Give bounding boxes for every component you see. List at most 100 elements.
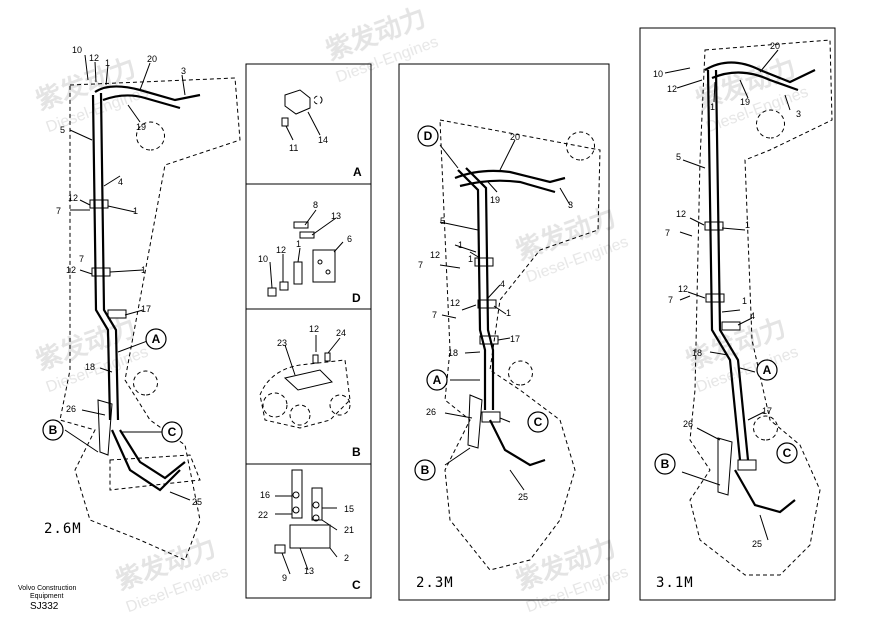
part-number-label: 22 [258, 510, 268, 520]
hydraulic-line [454, 169, 566, 184]
part-number-label: 19 [740, 97, 750, 107]
callout-letter: B [661, 457, 670, 471]
leader-lines [664, 49, 791, 541]
part-number-label: 10 [258, 254, 268, 264]
callout-circle [527, 411, 549, 433]
clamp [474, 257, 494, 267]
detail-b-drawing [259, 335, 351, 429]
detail-section-letter: D [352, 291, 361, 305]
callout-circle [414, 459, 436, 481]
bracket [467, 394, 483, 449]
part-number-label: 12 [450, 298, 460, 308]
callout-letter: D [424, 129, 433, 143]
part-number-label: 1 [745, 220, 750, 230]
detail-section-letter: A [353, 165, 362, 179]
hydraulic-line [711, 71, 799, 92]
detail-frame [245, 63, 372, 599]
boom-pin [508, 360, 533, 386]
clamp [107, 309, 127, 319]
detail-section-letter: B [352, 445, 361, 459]
part-number-label: 1 [506, 308, 511, 318]
part-number-label: 13 [304, 566, 314, 576]
part-number-label: 4 [750, 311, 755, 321]
bracket [97, 399, 113, 456]
callout-letter: C [783, 446, 792, 460]
part-number-label: 25 [192, 497, 202, 507]
right-size-label: 3.1M [656, 575, 694, 591]
part-number-label: 17 [510, 334, 520, 344]
callout-letter: A [152, 332, 161, 346]
left-size-label: 2.6M [44, 521, 82, 537]
hydraulic-line [459, 179, 556, 194]
part-number-label: 10 [72, 45, 82, 55]
leader-lines [439, 139, 571, 491]
part-number-label: 13 [331, 211, 341, 221]
hose [734, 469, 796, 514]
part-number-label: 5 [440, 216, 445, 226]
hose [110, 429, 181, 492]
part-number-label: 12 [430, 250, 440, 260]
part-number-label: 12 [276, 245, 286, 255]
hydraulic-line [714, 69, 750, 461]
part-number-label: 25 [518, 492, 528, 502]
bracket [717, 437, 733, 496]
part-number-label: 7 [418, 260, 423, 270]
part-number-label: 8 [313, 200, 318, 210]
clamp [705, 293, 725, 303]
part-number-label: 17 [141, 304, 151, 314]
callout-circle [776, 442, 798, 464]
part-number-label: 7 [665, 228, 670, 238]
part-number-label: 9 [282, 573, 287, 583]
clamp [721, 321, 741, 331]
callout-letter: B [49, 423, 58, 437]
hose [119, 429, 186, 480]
part-number-label: 12 [678, 284, 688, 294]
callout-letter: C [168, 425, 177, 439]
part-number-label: 3 [796, 109, 801, 119]
part-number-label: 1 [742, 296, 747, 306]
callout-circle [756, 359, 778, 381]
part-number-label: 10 [653, 69, 663, 79]
part-number-label: 4 [500, 279, 505, 289]
callout-circle [417, 125, 439, 147]
callout-circle [426, 369, 448, 391]
part-number-label: 20 [510, 132, 520, 142]
part-number-label: 18 [85, 362, 95, 372]
clamp [704, 221, 724, 231]
hydraulic-line [102, 94, 181, 110]
part-number-label: 1 [133, 206, 138, 216]
valve-block [737, 459, 757, 471]
hydraulic-line [91, 94, 112, 421]
brand-line2: Equipment [30, 593, 64, 600]
part-number-label: 1 [468, 254, 473, 264]
part-number-label: 1 [141, 265, 146, 275]
part-number-label: 11 [289, 143, 298, 153]
part-number-label: 21 [344, 525, 354, 535]
part-number-label: 5 [676, 152, 681, 162]
part-number-label: 19 [136, 122, 146, 132]
boom-pin [756, 109, 785, 139]
part-number-label: 18 [692, 348, 702, 358]
part-number-label: 15 [344, 504, 354, 514]
boom-outline [689, 39, 833, 576]
part-number-label: 3 [181, 66, 186, 76]
part-number-label: 20 [770, 41, 780, 51]
right-frame [639, 27, 836, 601]
boom-pin [566, 131, 595, 161]
part-number-label: 24 [336, 328, 346, 338]
part-number-label: 7 [432, 310, 437, 320]
part-number-label: 25 [752, 539, 762, 549]
callout-circle [145, 328, 167, 350]
hydraulic-line [704, 61, 816, 84]
part-number-label: 14 [318, 135, 328, 145]
part-number-label: 1 [296, 239, 301, 249]
part-number-label: 1 [710, 102, 715, 112]
part-number-label: 26 [426, 407, 436, 417]
detail-a-drawing [281, 89, 323, 141]
drawing-code: SJ332 [30, 601, 59, 612]
